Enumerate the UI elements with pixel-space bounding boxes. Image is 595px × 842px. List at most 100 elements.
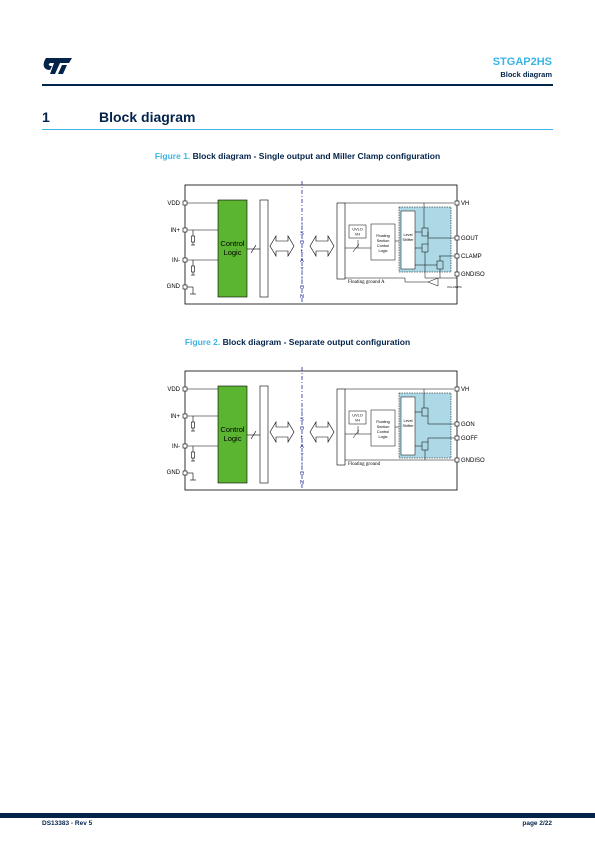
tx-double-arrow [269,234,295,258]
uvlo-label-line2: VH [355,233,361,237]
pin-gndiso [454,457,460,463]
pin-label-in-plus: IN+ [170,228,180,234]
control-logic-block [217,385,248,484]
pin-label-gout: GOUT [461,236,479,242]
pin-gndiso [454,271,460,277]
rx-double-arrow [309,420,335,444]
footer-page-number: page 2/22 [522,820,552,827]
figure1-caption: Figure 1. Block diagram - Single output … [0,151,595,161]
control-logic-label-line1: Control [220,425,245,434]
uvlo-block [348,224,367,239]
svg-text:A: A [300,444,304,450]
tx-double-arrow [269,420,295,444]
document-section-subtitle: Block diagram [500,70,552,79]
pin-in-minus [182,443,188,449]
svg-text:N: N [300,294,304,300]
svg-text:S: S [300,417,304,423]
pin-in-minus [182,257,188,263]
pin-label-vh: VH [461,387,469,393]
figure2-caption: Figure 2. Block diagram - Separate outpu… [0,337,595,347]
clamp-threshold-label: VCLAMPth [447,285,462,289]
pin-label-gndiso: GNDISO [461,272,485,278]
pin-clamp [454,253,460,259]
pin-label-gndiso: GNDISO [461,458,485,464]
pin-label-gon: GON [461,422,475,428]
input-buffer [259,385,269,484]
st-logo [43,58,72,74]
pin-label-in-plus: IN+ [170,414,180,420]
pin-gout [454,235,460,241]
svg-text:T: T [300,267,304,273]
svg-text:A: A [300,258,304,264]
pin-gnd [182,470,188,476]
control-logic-label-line1: Control [220,239,245,248]
control-logic-label-line2: Logic [224,434,242,443]
level-shifter-label-line2: Shifter [403,238,415,242]
pin-label-vh: VH [461,201,469,207]
svg-text:T: T [300,453,304,459]
figure1-caption-text: Block diagram - Single output and Miller… [192,151,441,161]
svg-text:I: I [301,222,303,228]
uvlo-label-line2: VH [355,419,361,423]
floating-logic-label-line4: Logic [378,249,387,253]
uvlo-label-line1: UVLO [352,228,362,232]
figure2-label: Figure 2. [184,337,221,347]
pin-vdd [182,200,188,206]
input-buffer [259,199,269,298]
section-title: Block diagram [99,109,196,125]
pin-label-goff: GOFF [461,436,478,442]
level-shifter-label-line1: Level [403,233,412,237]
floating-ground-label: Floating ground A [348,280,385,285]
svg-text:O: O [300,285,305,291]
receiver-buffer [336,388,346,466]
floating-control-logic-block [370,409,396,447]
pin-gon [454,421,460,427]
pin-in-plus [182,227,188,233]
svg-text:I: I [301,462,303,468]
floating-logic-label-line1: Floating [376,234,390,238]
floating-logic-label-line3: Control [377,244,389,248]
floating-logic-label-line3: Control [377,430,389,434]
pin-label-vdd: VDD [167,201,180,207]
pin-vdd [182,386,188,392]
figure2-block-diagram: VDD IN+ IN- GND Control Logic I S O [167,367,485,491]
pin-goff [454,435,460,441]
pin-vh [454,386,460,392]
floating-ground-label: Floating ground [348,462,381,467]
floating-control-logic-block [370,223,396,261]
control-logic-label-line2: Logic [224,248,242,257]
pin-gnd [182,284,188,290]
svg-text:S: S [300,231,304,237]
footer-bar [0,813,595,818]
svg-text:I: I [301,408,303,414]
svg-text:O: O [300,426,305,432]
document-product-title: STGAP2HS [492,56,552,68]
pin-label-gnd: GND [167,470,181,476]
pin-label-in-minus: IN- [172,258,180,264]
pin-label-vdd: VDD [167,387,180,393]
isolation-label: I S O L A T I O N [300,222,305,300]
level-shifter-block [400,396,416,456]
isolation-label: I S O L A T I O N [300,408,305,486]
chip-outline [184,184,458,305]
svg-text:L: L [300,435,303,441]
figure1-label: Figure 1. [154,151,191,161]
output-stage-transistors [415,389,457,460]
section-rule [42,129,553,130]
pin-in-plus [182,413,188,419]
clamp-comparator [427,277,439,287]
header-rule [42,84,553,86]
svg-text:O: O [300,240,305,246]
floating-logic-label-line2: Section [377,239,390,243]
control-logic-block [217,199,248,298]
uvlo-block [348,410,367,425]
pin-label-clamp: CLAMP [461,254,482,260]
floating-logic-label-line1: Floating [376,420,390,424]
output-stage-transistors [415,203,457,279]
pin-label-gnd: GND [167,284,181,290]
pin-vh [454,200,460,206]
section-number: 1 [42,109,50,125]
floating-logic-label-line2: Section [377,425,390,429]
pin-label-in-minus: IN- [172,444,180,450]
figure2-caption-text: Block diagram - Separate output configur… [222,337,411,347]
